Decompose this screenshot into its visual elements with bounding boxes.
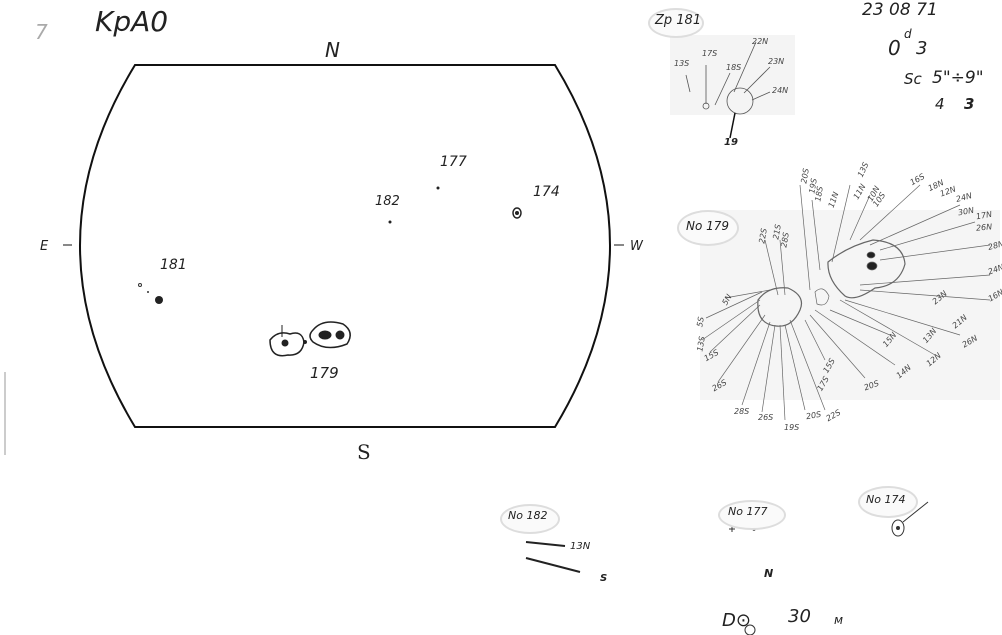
time-main: 0 [888, 36, 901, 60]
time-fraction: 3 [916, 38, 928, 59]
south-label: S [357, 440, 371, 464]
east-label: E [40, 239, 49, 254]
spot-group-181-marks [138, 283, 163, 304]
inset-174-drawing [891, 501, 929, 537]
inset-181-lat: 22N [752, 37, 769, 46]
spot-group-177-mark [436, 186, 440, 190]
inset-177-north: N [764, 567, 774, 580]
seeing-value: 5"÷9" [932, 68, 984, 88]
spot-group-179-marks [269, 321, 351, 357]
time-sup: d [904, 27, 912, 41]
inset-181-lat: 24N [772, 86, 789, 95]
inset-179-lat-label: 28S [734, 407, 750, 416]
diameter-symbol: D⊙ [722, 610, 751, 631]
inset-181-lat: 23N [768, 57, 785, 66]
inset-181-title-oval [648, 8, 704, 38]
inset-181-drawing [670, 35, 795, 139]
group-label-182: 182 [375, 194, 400, 209]
inset-182-title-oval [500, 504, 560, 534]
quality-b: 3 [964, 95, 975, 113]
inset-182-lat: S [600, 573, 608, 584]
inset-177-title: No 177 [728, 505, 768, 518]
inset-174-title-oval [858, 486, 918, 518]
inset-181-lat: 18S [726, 63, 742, 72]
group-label-174: 174 [533, 184, 560, 200]
inset-179-drawing [700, 184, 1000, 421]
inset-174-title: No 174 [866, 493, 906, 506]
observation-date: 23 08 71 [862, 0, 938, 20]
diameter-value: 30 [788, 606, 811, 627]
quality-a: 4 [935, 95, 945, 113]
inset-181-title: Zp 181 [655, 13, 702, 28]
inset-182-title: No 182 [508, 509, 548, 522]
west-label: W [630, 239, 643, 254]
inset-179-lat-label: 26S [758, 413, 774, 422]
inset-179-lat-label: 26N [975, 222, 993, 233]
group-label-179: 179 [310, 364, 339, 382]
inset-181-lat: 17S [702, 49, 718, 58]
seeing-label: Sc [904, 70, 922, 88]
inset-182-drawing [525, 541, 581, 573]
inset-179-lat-label: 19S [784, 423, 800, 432]
inset-181-lat: 13S [674, 59, 690, 68]
inset-182-lat: 13N [570, 541, 591, 552]
spot-group-182-mark [388, 220, 392, 224]
group-label-181: 181 [160, 257, 187, 273]
inset-179-title-oval [677, 210, 739, 246]
inset-181-lat: 19 [724, 137, 738, 148]
inset-179-title: No 179 [686, 219, 730, 233]
sheet-number: 7 [35, 20, 48, 44]
group-label-177: 177 [440, 154, 467, 170]
north-label: N [325, 38, 340, 62]
inset-177-title-oval [718, 500, 786, 530]
diameter-unit: м [834, 613, 844, 627]
station-code: KpA0 [95, 5, 169, 38]
spot-group-174-mark [512, 207, 522, 219]
sun-symbol-icon [744, 624, 756, 635]
